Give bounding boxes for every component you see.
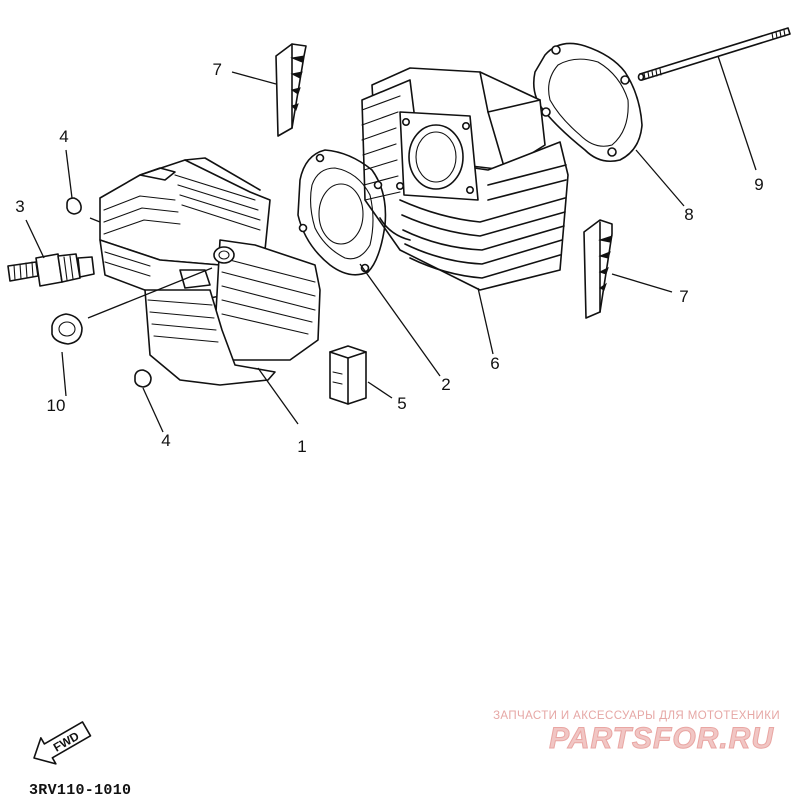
watermark-logo: PARTSFOR.RU: [549, 722, 774, 756]
damper-comb-top: [275, 43, 307, 137]
callout-2: 2: [441, 375, 450, 394]
callout-1: 1: [297, 437, 306, 456]
callout-6: 6: [490, 354, 499, 373]
cylinder-head: [99, 157, 321, 386]
small-nut-bottom: [134, 369, 152, 388]
stud-bolt: [637, 27, 791, 82]
leader-lines: [25, 55, 757, 433]
watermark-tagline: ЗАПЧАСТИ И АКСЕССУАРЫ ДЛЯ МОТОТЕХНИКИ: [493, 710, 780, 722]
callout-8: 8: [684, 205, 693, 224]
callout-3: 3: [15, 197, 24, 216]
forward-arrow: FWD: [33, 721, 92, 765]
head-nut: [51, 313, 83, 345]
head-gasket: [532, 42, 643, 163]
cylinder: [361, 67, 569, 291]
callout-5: 5: [397, 394, 406, 413]
diagram-code: 3RV110-1010: [29, 782, 132, 799]
damper-comb-right: [583, 219, 613, 319]
callout-7-top: 7: [213, 60, 222, 79]
damper-pad: [329, 345, 367, 405]
small-nut-top: [66, 197, 82, 215]
callout-7-right: 7: [679, 287, 688, 306]
callout-10: 10: [47, 396, 66, 415]
callout-4-bottom: 4: [161, 431, 170, 450]
callout-numbers: 7 4 3 10 4 1 5 2 6 7 8 9: [15, 60, 763, 456]
callout-9: 9: [754, 175, 763, 194]
spark-plug: [7, 253, 95, 287]
callout-4-top: 4: [59, 127, 68, 146]
